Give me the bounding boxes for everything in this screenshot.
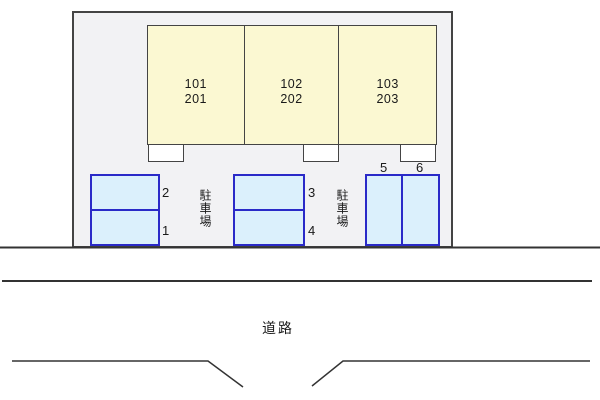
parking-space-6	[401, 174, 440, 246]
building-outline: 101 201 102 202 103 203	[147, 25, 437, 145]
building-unit-101-201: 101 201	[148, 26, 244, 144]
entrance-step	[400, 144, 436, 162]
unit-number-first-floor: 102	[280, 76, 303, 91]
unit-number-second-floor: 203	[376, 91, 399, 106]
right-curb-line	[311, 360, 590, 387]
left-curb-line	[12, 360, 244, 388]
unit-number-second-floor: 201	[184, 91, 207, 106]
parking-space-number: 6	[416, 160, 424, 175]
unit-number-first-floor: 101	[184, 76, 207, 91]
parking-group-c	[365, 174, 440, 246]
road-label: 道路	[262, 320, 294, 336]
parking-space-number: 4	[308, 223, 316, 238]
parking-lot-label: 駐車場	[198, 189, 212, 228]
parking-space-3	[233, 174, 305, 211]
unit-number-second-floor: 202	[280, 91, 303, 106]
parking-group-b	[233, 174, 305, 246]
parking-space-4	[233, 209, 305, 246]
parking-group-a	[90, 174, 160, 246]
parking-space-2	[90, 174, 160, 211]
parking-space-number: 3	[308, 185, 316, 200]
parking-space-1	[90, 209, 160, 246]
parking-space-number: 1	[162, 223, 170, 238]
building-unit-103-203: 103 203	[338, 26, 436, 144]
building-unit-102-202: 102 202	[243, 26, 339, 144]
entrance-step	[303, 144, 339, 162]
parking-space-number: 2	[162, 185, 170, 200]
parking-space-number: 5	[380, 160, 388, 175]
parking-space-5	[365, 174, 403, 246]
entrance-step	[148, 144, 184, 162]
unit-number-first-floor: 103	[376, 76, 399, 91]
parking-lot-label: 駐車場	[335, 189, 349, 228]
